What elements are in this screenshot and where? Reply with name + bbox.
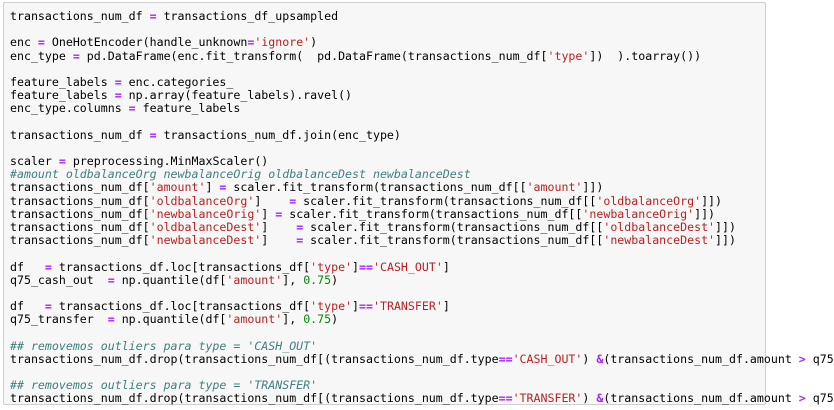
code-line: feature_labels = np.array(feature_labels… <box>10 88 353 103</box>
code-line: feature_labels = enc.categories_ <box>10 74 234 89</box>
code-line: enc_type = pd.DataFrame(enc.fit_transfor… <box>10 48 702 63</box>
code-line: #amount oldbalanceOrg newbalanceOrig old… <box>10 167 471 182</box>
code-line: scaler = preprocessing.MinMaxScaler() <box>10 154 269 169</box>
code-line: ​ <box>10 116 765 129</box>
code-line: ## removemos outliers para type = 'TRANS… <box>10 378 318 393</box>
code-line: q75_cash_out = np.quantile(df['amount'],… <box>10 272 339 287</box>
code-line: ## removemos outliers para type = 'CASH_… <box>10 338 318 353</box>
code-line: enc = OneHotEncoder(handle_unknown='igno… <box>10 35 318 50</box>
code-line: transactions_num_df.drop(transactions_nu… <box>10 351 834 366</box>
code-line: transactions_num_df['oldbalanceDest'] = … <box>10 220 736 234</box>
code-line: transactions_num_df = transactions_df_up… <box>10 9 339 23</box>
code-line: transactions_num_df['newbalanceOrig'] = … <box>10 206 716 221</box>
code-cell[interactable]: transactions_num_df = transactions_df_up… <box>3 2 834 406</box>
code-line: transactions_num_df = transactions_num_d… <box>10 127 401 142</box>
code-line: df = transactions_df.loc[transactions_df… <box>10 299 450 314</box>
code-line: df = transactions_df.loc[transactions_df… <box>10 259 450 274</box>
code-line: transactions_num_df['amount'] = scaler.f… <box>10 180 604 195</box>
code-line: enc_type.columns = feature_labels <box>10 101 241 116</box>
code-line: transactions_num_df.drop(transactions_nu… <box>10 391 834 406</box>
code-line: transactions_num_df['newbalanceDest'] = … <box>10 233 736 248</box>
code-line: q75_transfer = np.quantile(df['amount'],… <box>10 312 339 327</box>
code-line: ​ <box>10 63 765 76</box>
code-line: transactions_num_df['oldbalanceOrg'] = s… <box>10 193 723 208</box>
code-editor[interactable]: transactions_num_df = transactions_df_up… <box>4 3 834 406</box>
